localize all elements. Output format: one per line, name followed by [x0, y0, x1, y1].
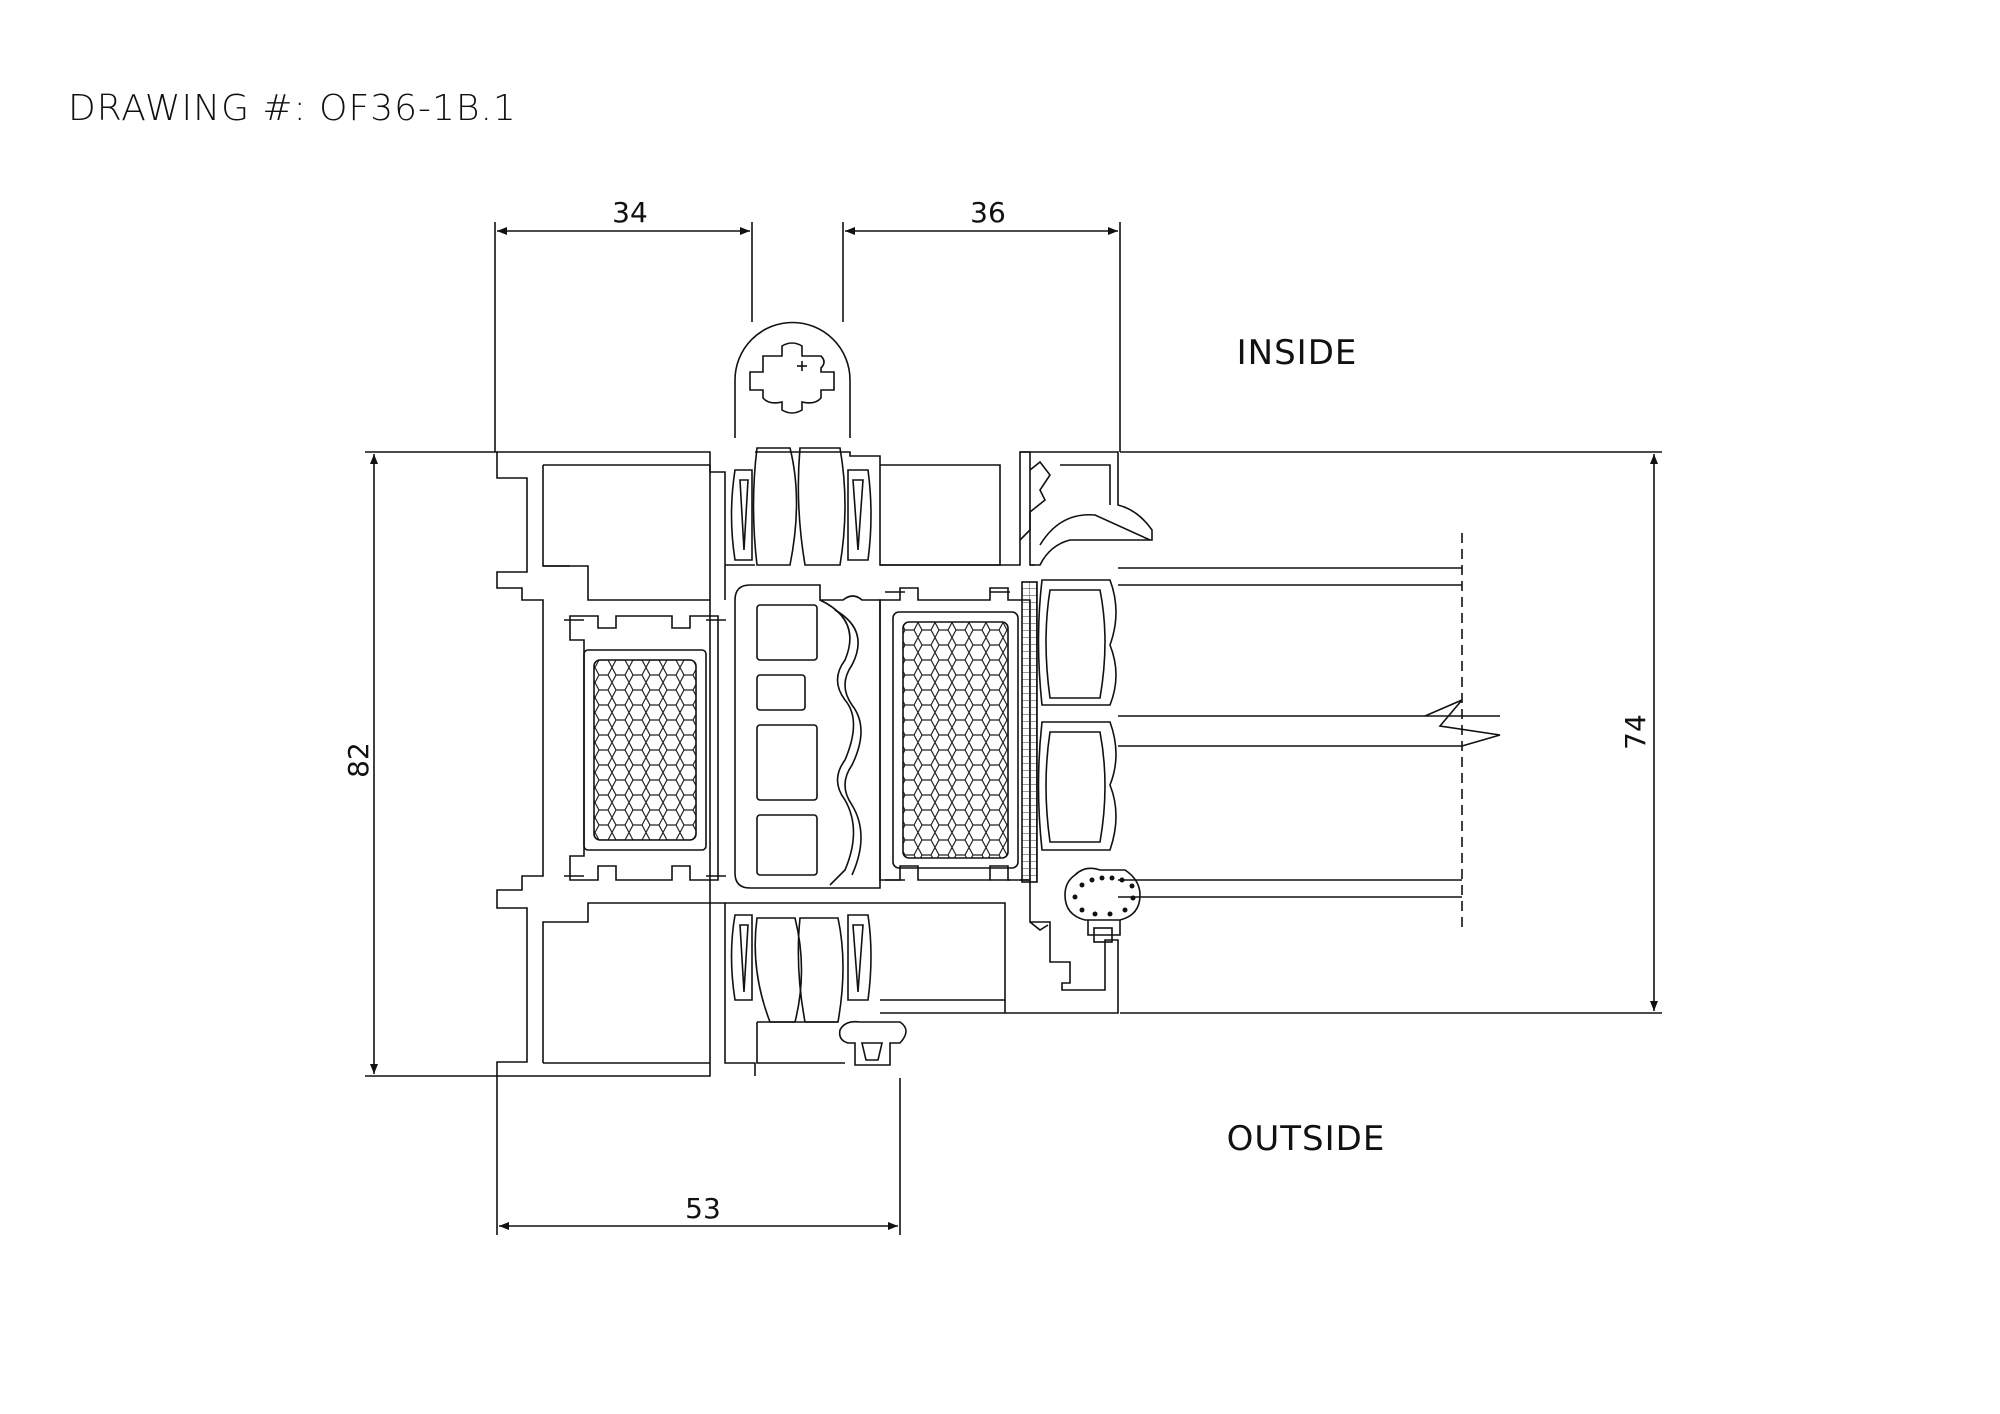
dimension-36: 36: [842, 196, 1121, 452]
dim-label-36: 36: [970, 196, 1006, 229]
dimension-34: 34: [494, 196, 753, 452]
dim-label-34: 34: [612, 196, 648, 229]
dimension-53: 53: [496, 1076, 901, 1235]
central-sash: [725, 447, 1035, 1066]
dim-label-82: 82: [342, 742, 375, 778]
dim-label-53: 53: [685, 1192, 721, 1225]
left-thermal-break: [564, 615, 726, 881]
dim-label-74: 74: [1619, 714, 1652, 750]
drawing-title: DRAWING #: OF36-1B.1: [68, 88, 517, 129]
inside-label: INSIDE: [1237, 333, 1358, 373]
right-thermal-break: [879, 587, 1031, 881]
dimension-74: 74: [1120, 451, 1662, 1014]
central-chamber-profile: [734, 584, 881, 889]
hinge-roller: [734, 321, 851, 438]
left-frame-profile: [496, 451, 756, 1077]
glazing-unit: [1037, 533, 1501, 943]
outside-label: OUTSIDE: [1227, 1119, 1386, 1159]
warm-edge-spacer: [1021, 581, 1038, 883]
dimension-82: 82: [342, 451, 497, 1077]
right-sash-profile: [880, 451, 1153, 1014]
